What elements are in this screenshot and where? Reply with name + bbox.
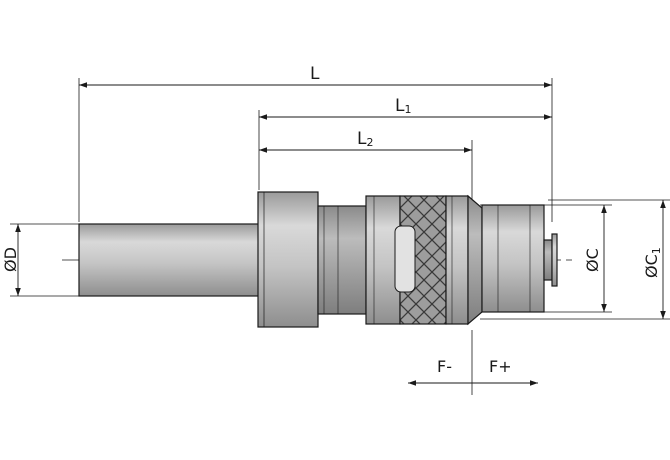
neck [317,205,367,315]
dim-C1-label: C [642,254,661,265]
svg-text:L2: L2 [357,129,373,149]
dim-L2: L2 [259,129,472,153]
part-body [78,191,558,328]
dim-C-label: C [583,248,602,259]
svg-text:ØD: ØD [1,247,20,272]
sleeve-body [365,195,401,325]
dim-C-symbol: Ø [583,259,602,272]
nose [481,204,545,313]
svg-text:ØC: ØC [583,248,602,272]
dim-D: ØD [1,224,21,296]
dim-L1: L1 [259,96,552,120]
float-indicator: F- F+ [408,357,538,386]
dim-L1-label: L [395,96,405,116]
float-plus-label: F+ [489,357,512,376]
dim-C1: ØC1 [642,200,666,319]
dim-L1-sub: 1 [404,103,411,116]
front-pin [543,239,553,281]
dim-L2-sub: 2 [366,136,373,149]
svg-text:ØC1: ØC1 [642,247,663,278]
svg-text:L1: L1 [395,96,411,116]
dim-C: ØC [583,205,607,312]
shank [78,223,260,297]
taper [467,194,483,326]
dim-L: L [79,64,552,88]
dim-D-symbol: Ø [1,259,20,272]
float-minus-label: F- [437,357,452,376]
dim-C1-sub: 1 [650,247,663,254]
dim-L2-label: L [357,129,367,149]
dim-L-label: L [310,64,320,84]
dim-D-label: D [1,247,20,259]
dim-C1-symbol: Ø [642,265,661,278]
flange [257,191,319,328]
slot-window [394,225,416,293]
